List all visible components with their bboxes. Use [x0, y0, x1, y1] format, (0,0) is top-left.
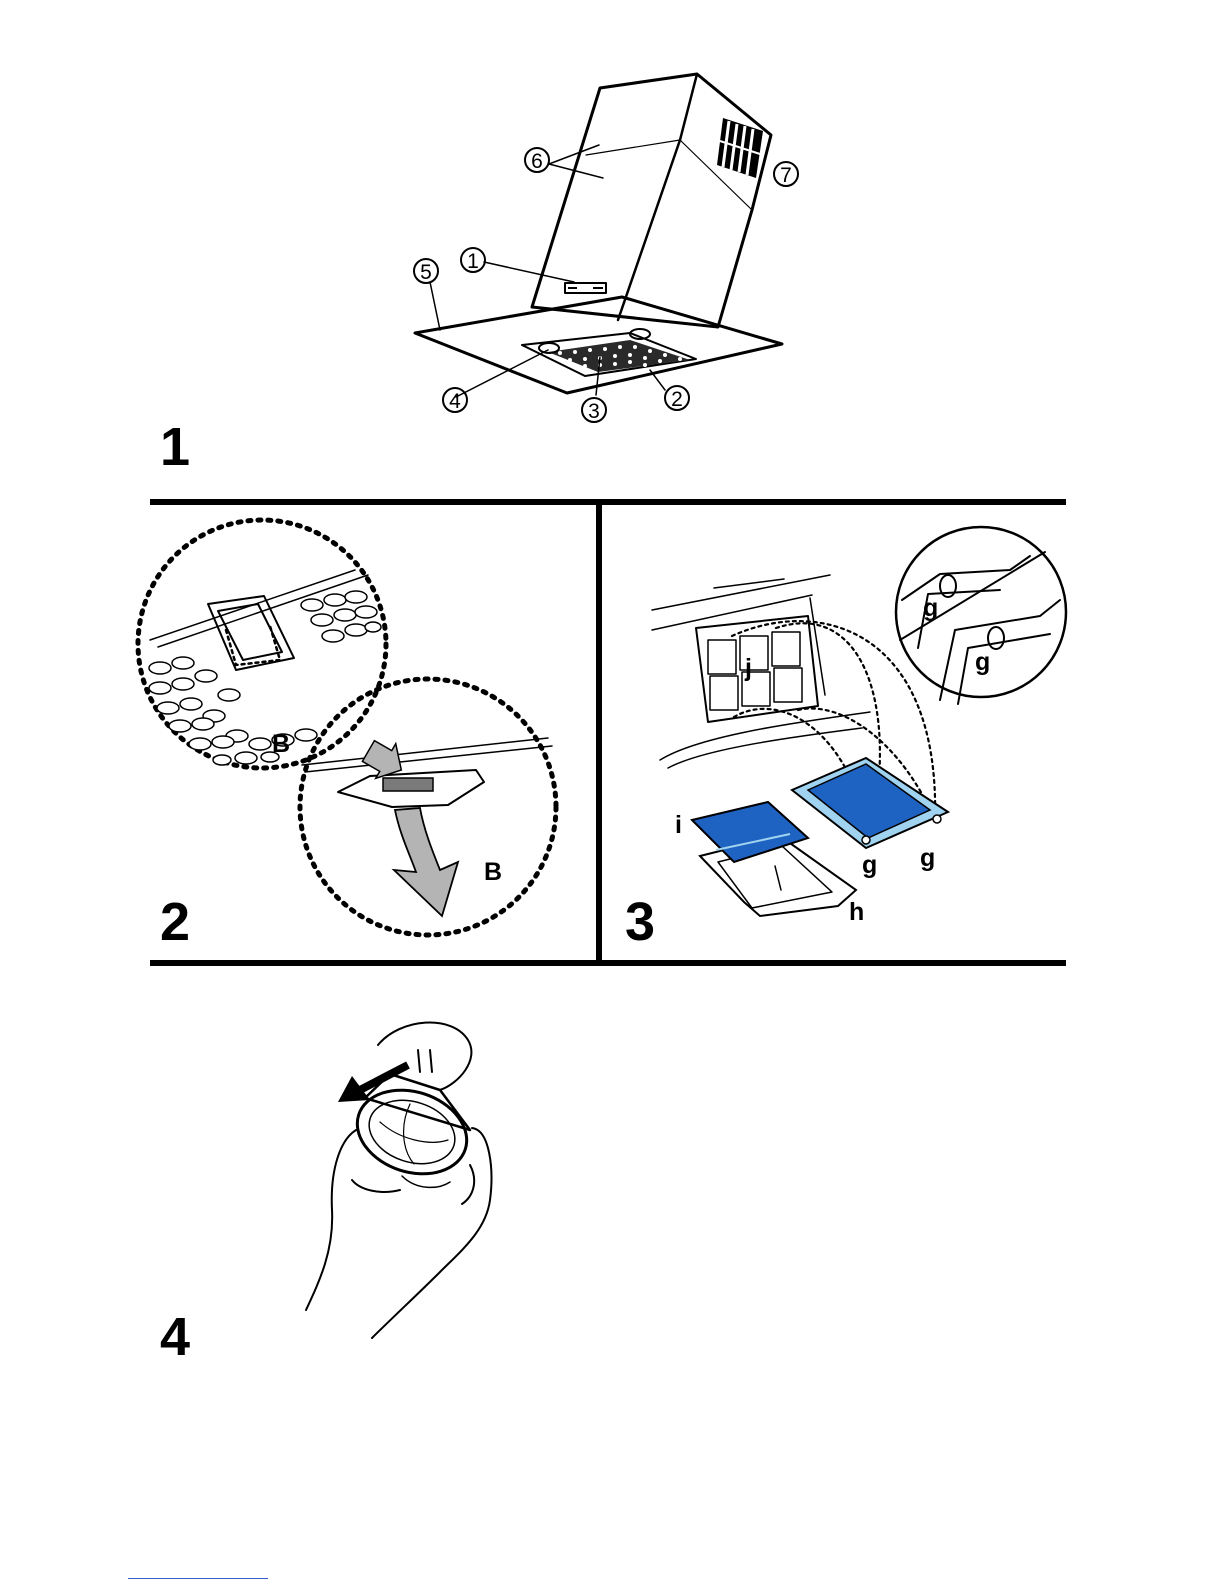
label-b-top: B — [272, 730, 290, 758]
label-g-detail-1: g — [923, 594, 938, 622]
svg-text:3: 3 — [588, 400, 600, 423]
label-h: h — [849, 898, 864, 926]
filter-frame-grid — [708, 632, 802, 710]
callout-7: 7 — [774, 162, 798, 187]
callout-4: 4 — [443, 388, 467, 413]
callout-6: 6 — [525, 148, 549, 173]
callout-2: 2 — [665, 386, 689, 411]
callout-3: 3 — [582, 398, 606, 423]
svg-text:2: 2 — [671, 388, 683, 411]
svg-text:4: 4 — [449, 390, 461, 413]
lamp-left — [539, 343, 559, 353]
step-number-4: 4 — [160, 1307, 190, 1367]
callout-1: 1 — [461, 248, 485, 273]
svg-text:6: 6 — [531, 150, 543, 173]
figure-4-lamp-drawing — [306, 1022, 491, 1338]
detail-circle-g — [896, 527, 1066, 704]
vent-grille — [717, 118, 763, 178]
step-number-3: 3 — [625, 892, 655, 952]
svg-text:1: 1 — [467, 250, 479, 273]
right-hand — [372, 1128, 491, 1338]
label-g-2: g — [920, 844, 935, 872]
left-hand — [306, 1130, 400, 1310]
svg-text:5: 5 — [420, 261, 432, 284]
magnifier-bottom — [300, 679, 556, 935]
figure-2-latch-drawing: B B — [138, 520, 556, 935]
pull-down-arrow — [394, 808, 458, 916]
label-j: j — [744, 654, 752, 682]
label-i: i — [675, 811, 682, 839]
halogen-lamp — [346, 1077, 477, 1188]
page-footer-rule — [128, 1578, 268, 1579]
figure-1-hood-drawing: 1 2 3 4 5 6 7 — [414, 74, 798, 423]
svg-text:7: 7 — [780, 164, 792, 187]
magnifier-top — [138, 520, 386, 768]
callout-5: 5 — [414, 259, 438, 284]
label-b-bottom: B — [484, 858, 502, 886]
control-panel — [565, 283, 606, 293]
step-number-2: 2 — [160, 892, 190, 952]
label-g-detail-2: g — [975, 648, 990, 676]
step-number-1: 1 — [160, 417, 190, 477]
figure-3-carbon-filter-drawing: j i h g g — [652, 527, 1066, 926]
label-g-1: g — [862, 851, 877, 879]
